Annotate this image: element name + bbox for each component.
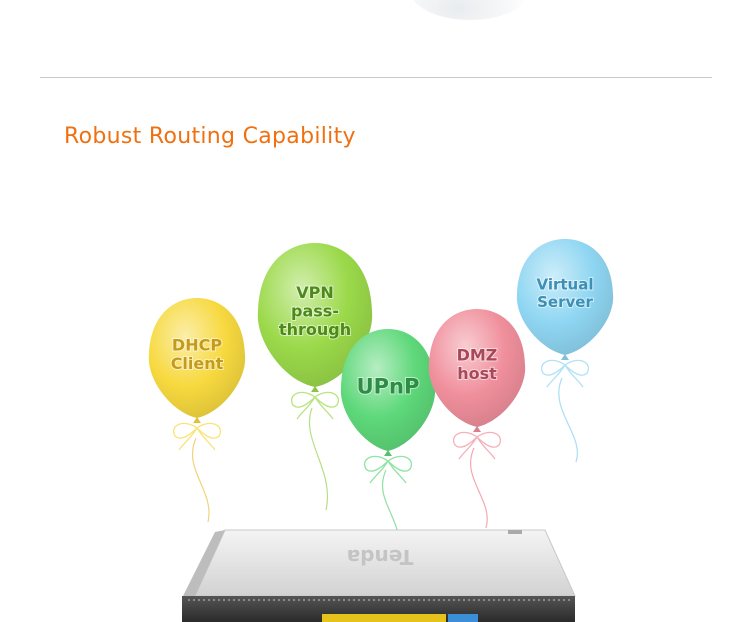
balloon-knot [473, 426, 481, 432]
balloon-knot [384, 450, 392, 456]
dmz-string [469, 447, 488, 529]
balloon-label-dhcp: DHCP [172, 335, 222, 354]
balloon-group: DHCPClientVPNpass-throughUPnPDMZhostVirt… [148, 239, 614, 484]
balloon-knot [193, 417, 201, 423]
balloon-icon [148, 298, 246, 418]
balloon-icon [428, 309, 526, 427]
ribbon-bow-icon [541, 359, 589, 388]
balloon-upnp: UPnP [340, 329, 436, 484]
top-decoration [410, 0, 530, 20]
balloon-icon [340, 329, 436, 451]
balloon-icon [516, 239, 614, 355]
ribbon-bow-icon [364, 455, 412, 484]
balloon-label-dhcp: Client [171, 354, 224, 373]
balloon-label-dmz: DMZ [457, 345, 498, 364]
balloon-label-upnp: UPnP [357, 374, 420, 398]
vpn-string [308, 407, 328, 511]
router-device-icon: Tenda [182, 529, 576, 622]
balloon-label-virtual: Server [537, 293, 593, 311]
ribbon-bow-icon [291, 391, 339, 420]
dhcp-string [191, 437, 210, 523]
ribbon-bow-icon [173, 422, 221, 451]
balloon-label-vpn: through [279, 320, 351, 339]
router-brand: Tenda [347, 545, 414, 569]
balloon-label-vpn: pass- [291, 302, 339, 321]
virtual-string [558, 377, 578, 463]
balloon-label-dmz: host [457, 364, 497, 383]
ribbon-bow-icon [453, 431, 501, 460]
balloon-icon [257, 243, 373, 387]
section-divider [40, 77, 712, 78]
section-title: Robust Routing Capability [64, 124, 356, 149]
balloon-knot [311, 386, 319, 392]
balloon-label-virtual: Virtual [537, 276, 594, 294]
balloon-knot [561, 354, 569, 360]
balloon-label-vpn: VPN [296, 283, 334, 302]
balloon-strings [191, 377, 578, 553]
